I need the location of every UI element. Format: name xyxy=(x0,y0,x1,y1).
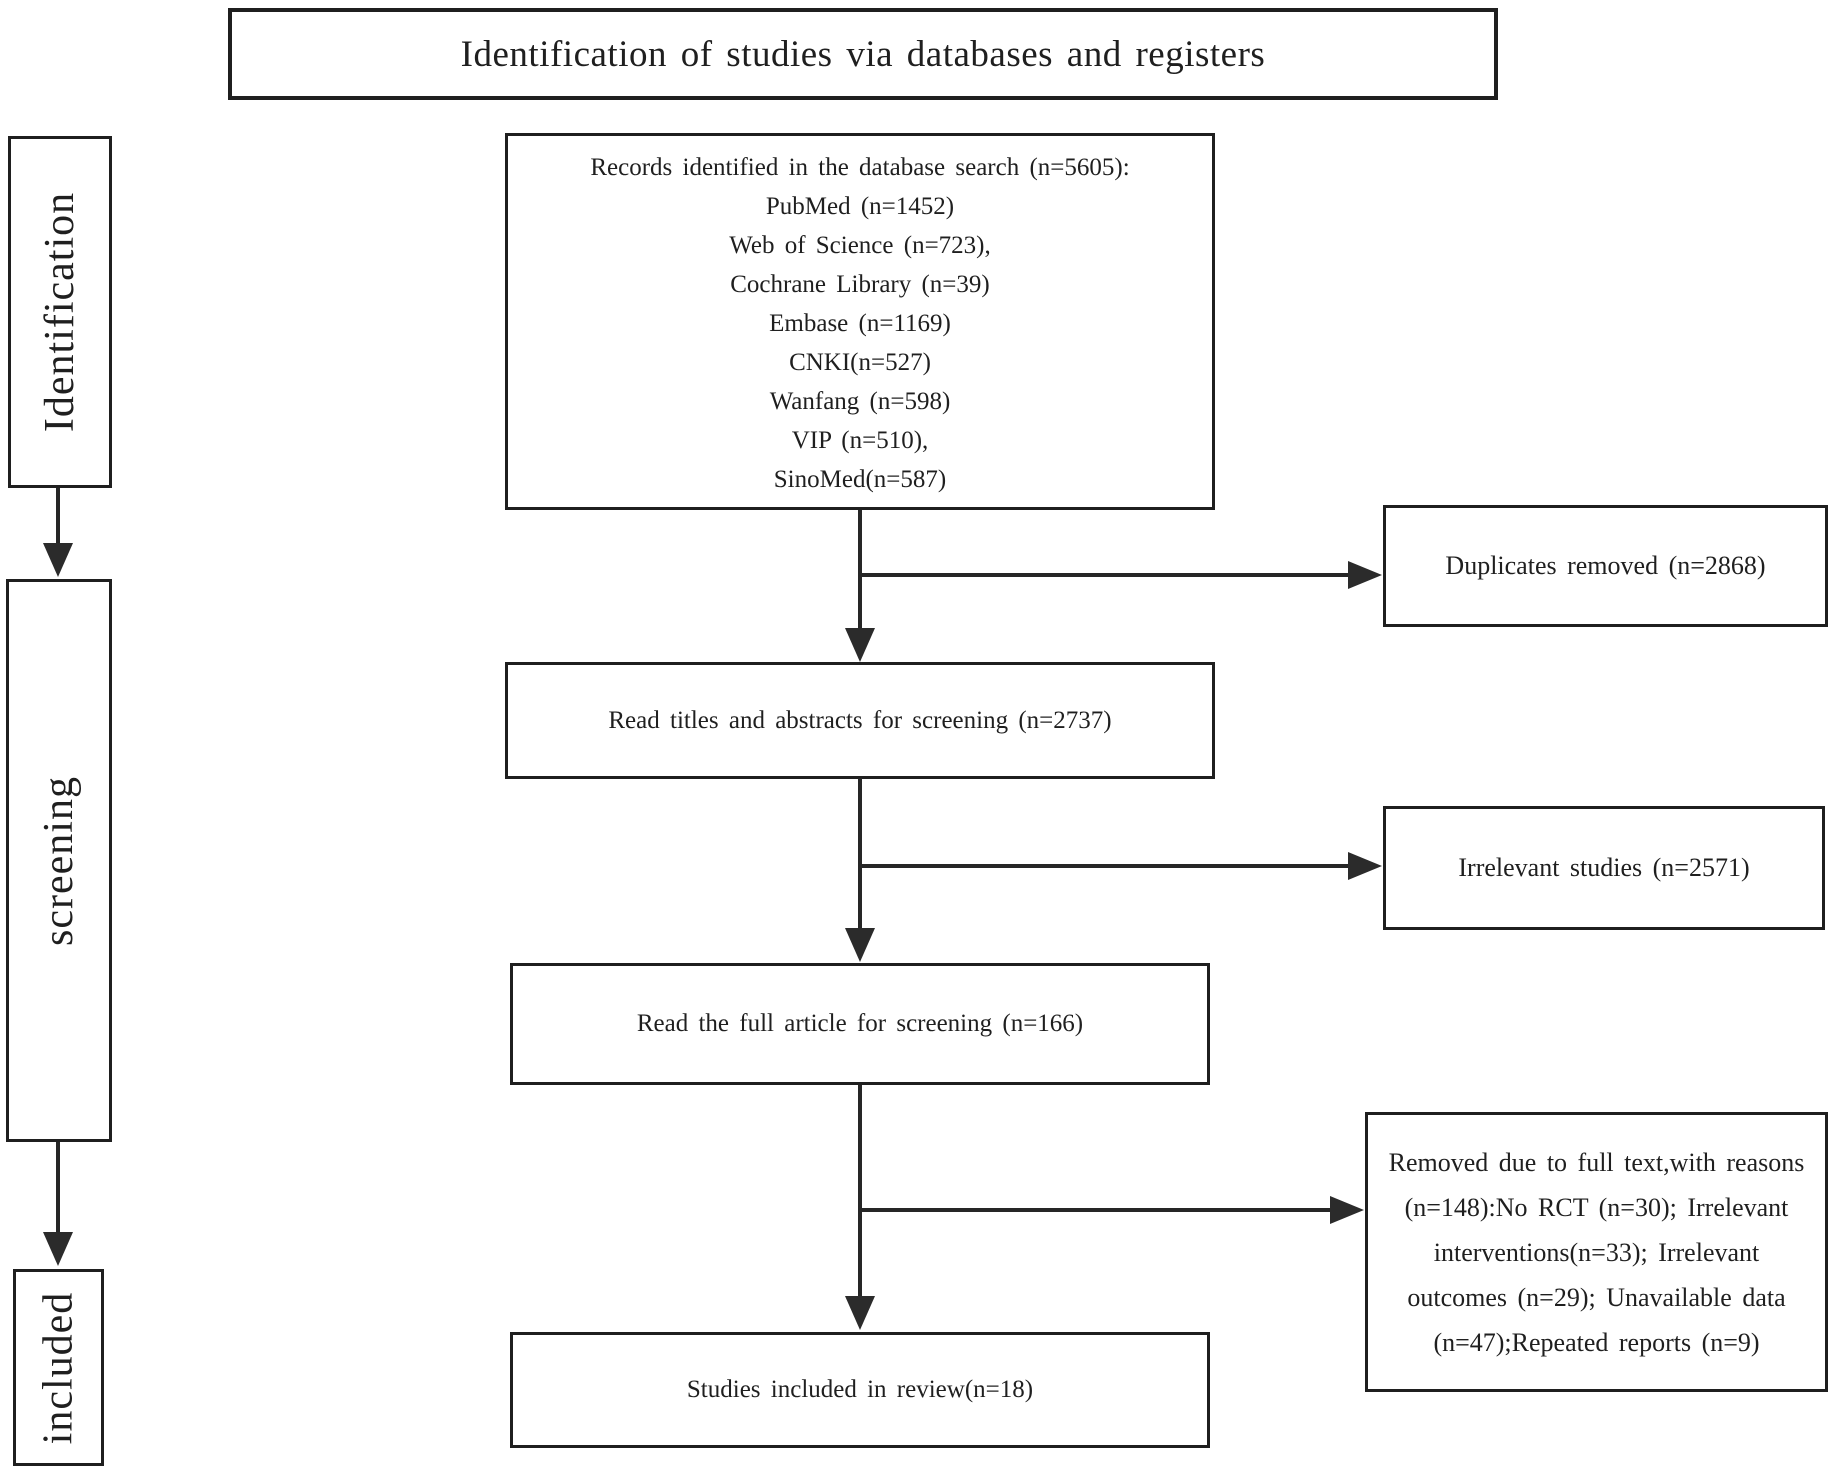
records-source: Web of Science (n=723), xyxy=(729,232,991,259)
stage-box-included: included xyxy=(13,1269,104,1466)
records-source: Embase (n=1169) xyxy=(769,310,951,337)
arrow-titles-to-full-article xyxy=(845,778,875,962)
stage-box-identification: Identification xyxy=(8,136,112,488)
diagram-title: Identification of studies via databases … xyxy=(460,33,1266,75)
records-source: SinoMed(n=587) xyxy=(773,466,947,493)
studies-included-text: Studies included in review(n=18) xyxy=(686,1376,1034,1403)
records-source: VIP (n=510), xyxy=(791,427,929,454)
records-source: Wanfang (n=598) xyxy=(769,388,951,415)
titles-abstracts-text: Read titles and abstracts for screening … xyxy=(608,706,1112,734)
irrelevant-studies-text: Irrelevant studies (n=2571) xyxy=(1458,853,1750,882)
records-source: Cochrane Library (n=39) xyxy=(730,271,990,298)
records-source: PubMed (n=1452) xyxy=(765,193,955,220)
duplicates-removed-text: Duplicates removed (n=2868) xyxy=(1445,551,1766,580)
arrow-to-removed-full-text xyxy=(860,1196,1364,1224)
records-header: Records identified in the database searc… xyxy=(590,154,1130,181)
records-identified-box: Records identified in the database searc… xyxy=(505,133,1215,510)
arrow-screening-to-included xyxy=(43,1142,73,1266)
arrow-identification-to-screening xyxy=(43,488,73,577)
title-box: Identification of studies via databases … xyxy=(228,8,1498,100)
arrow-full-article-to-included xyxy=(845,1085,875,1330)
stage-box-screening: screening xyxy=(6,579,112,1142)
titles-abstracts-screening-box: Read titles and abstracts for screening … xyxy=(505,662,1215,779)
arrow-to-irrelevant-studies xyxy=(860,852,1382,880)
duplicates-removed-box: Duplicates removed (n=2868) xyxy=(1383,505,1828,627)
arrow-records-to-titles xyxy=(845,510,875,662)
removed-full-text-box: Removed due to full text,with reasons (n… xyxy=(1365,1112,1828,1392)
removed-full-text: Removed due to full text,with reasons (n… xyxy=(1388,1147,1805,1357)
full-article-screening-box: Read the full article for screening (n=1… xyxy=(510,963,1210,1085)
arrow-to-duplicates-removed xyxy=(860,561,1382,589)
full-article-text: Read the full article for screening (n=1… xyxy=(636,1010,1084,1037)
irrelevant-studies-box: Irrelevant studies (n=2571) xyxy=(1383,806,1825,930)
studies-included-box: Studies included in review(n=18) xyxy=(510,1332,1210,1448)
records-source: CNKI(n=527) xyxy=(789,349,931,376)
